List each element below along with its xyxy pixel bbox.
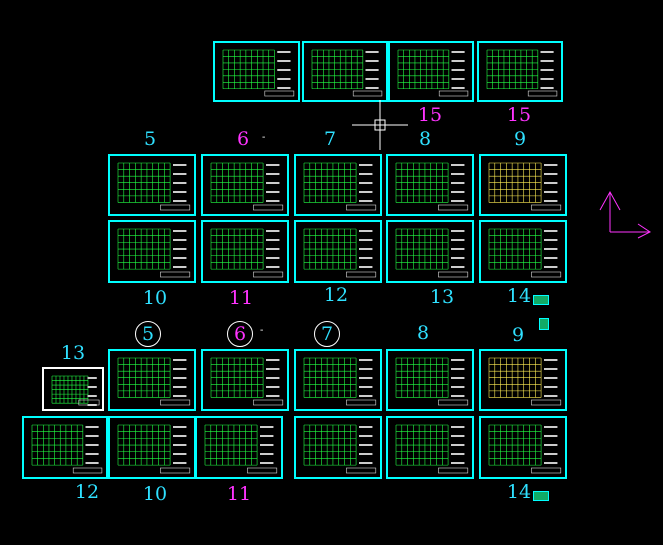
sheet-number-label: 5 xyxy=(143,128,157,150)
drawing-sheet[interactable] xyxy=(386,154,474,216)
sheet-drawing xyxy=(117,228,191,278)
sheet-number-label: 13 xyxy=(429,286,455,308)
drawing-sheet[interactable] xyxy=(201,349,289,411)
sheet-number-label: 14 xyxy=(506,285,532,307)
sheet-drawing xyxy=(303,228,377,278)
sheet-drawing xyxy=(488,357,562,406)
sheet-drawing xyxy=(51,375,100,406)
sheet-number-label: 14 xyxy=(506,481,532,503)
drawing-sheet[interactable] xyxy=(201,220,289,283)
sheet-number-label: 12 xyxy=(323,284,349,306)
sheet-number-label: 5 xyxy=(135,321,161,347)
drawing-sheet[interactable] xyxy=(386,220,474,283)
drawing-sheet[interactable] xyxy=(386,349,474,411)
drawing-sheet[interactable] xyxy=(108,349,196,411)
sheet-drawing xyxy=(395,162,469,211)
sheet-drawing xyxy=(303,357,377,406)
sheet-drawing xyxy=(395,424,469,474)
sheet-drawing xyxy=(397,49,469,97)
badge-icon xyxy=(533,295,549,305)
sheet-drawing xyxy=(210,228,284,278)
sheet-number-label: 7 xyxy=(323,128,337,150)
sheet-drawing xyxy=(117,162,191,211)
sheet-number-label: 11 xyxy=(228,287,254,309)
badge-icon xyxy=(533,491,549,501)
crosshair-cursor-icon xyxy=(352,100,408,150)
sheet-number-label: 15 xyxy=(506,104,532,126)
drawing-sheet[interactable] xyxy=(108,154,196,216)
sheet-drawing xyxy=(303,162,377,211)
ucs-axis-icon xyxy=(599,190,651,239)
drawing-sheet[interactable] xyxy=(294,220,382,283)
drawing-sheet[interactable] xyxy=(479,416,567,479)
drawing-sheet[interactable] xyxy=(201,154,289,216)
drawing-sheet[interactable] xyxy=(42,367,104,411)
badge-icon xyxy=(539,318,549,330)
drawing-sheet[interactable] xyxy=(302,41,388,102)
sheet-drawing xyxy=(395,228,469,278)
dash-mark: - xyxy=(262,132,266,143)
drawing-sheet[interactable] xyxy=(479,154,567,216)
sheet-drawing xyxy=(488,162,562,211)
sheet-drawing xyxy=(117,424,191,474)
drawing-sheet[interactable] xyxy=(195,416,283,479)
drawing-sheet[interactable] xyxy=(294,349,382,411)
sheet-number-label: 10 xyxy=(142,483,168,505)
drawing-sheet[interactable] xyxy=(386,416,474,479)
sheet-number-label: 9 xyxy=(513,128,527,150)
drawing-sheet[interactable] xyxy=(213,41,300,102)
sheet-number-label: 11 xyxy=(226,483,252,505)
sheet-drawing xyxy=(311,49,383,97)
sheet-number-label: 12 xyxy=(74,481,100,503)
sheet-number-label: 6 xyxy=(236,128,250,150)
sheet-drawing xyxy=(488,228,562,278)
sheet-drawing xyxy=(303,424,377,474)
sheet-drawing xyxy=(31,424,103,474)
sheet-number-label: 8 xyxy=(418,128,432,150)
sheet-drawing xyxy=(486,49,558,97)
sheet-number-label: 15 xyxy=(417,104,443,126)
sheet-number-label: 8 xyxy=(416,322,430,344)
drawing-sheet[interactable] xyxy=(108,220,196,283)
drawing-sheet[interactable] xyxy=(294,416,382,479)
sheet-number-label: 6 xyxy=(227,321,253,347)
sheet-number-label: 10 xyxy=(142,287,168,309)
drawing-sheet[interactable] xyxy=(479,220,567,283)
sheet-drawing xyxy=(222,49,295,97)
drawing-sheet[interactable] xyxy=(22,416,108,479)
drawing-sheet[interactable] xyxy=(479,349,567,411)
drawing-sheet[interactable] xyxy=(294,154,382,216)
sheet-number-label: 7 xyxy=(314,321,340,347)
sheet-number-label: 9 xyxy=(511,324,525,346)
sheet-drawing xyxy=(210,357,284,406)
drawing-sheet[interactable] xyxy=(108,416,196,479)
sheet-drawing xyxy=(488,424,562,474)
drawing-sheet[interactable] xyxy=(477,41,563,102)
sheet-drawing xyxy=(117,357,191,406)
drawing-sheet[interactable] xyxy=(388,41,474,102)
sheet-drawing xyxy=(210,162,284,211)
sheet-drawing xyxy=(204,424,278,474)
sheet-number-label: 13 xyxy=(60,342,86,364)
sheet-drawing xyxy=(395,357,469,406)
dash-mark: - xyxy=(260,325,264,336)
